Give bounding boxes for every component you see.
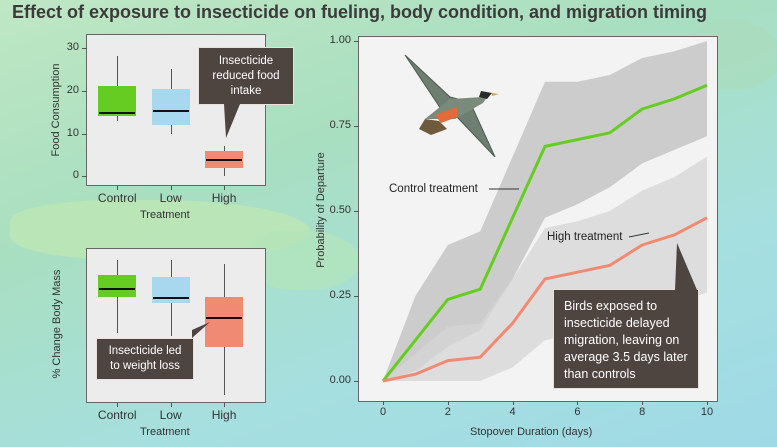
y-tick-mark xyxy=(354,126,359,127)
box-median xyxy=(99,287,136,290)
y-tick-label: 0 xyxy=(72,169,79,182)
x-tick-label: 2 xyxy=(444,406,451,418)
departure-plot: Control treatment High treatment Birds e… xyxy=(358,36,718,402)
x-tick-label: 4 xyxy=(509,406,516,418)
y-tick-mark xyxy=(82,90,87,92)
box-median xyxy=(152,297,189,300)
y-tick-mark xyxy=(354,41,359,42)
y-tick-label: 10 xyxy=(66,126,79,139)
weight-loss-callout-text: Insecticide led to weight loss xyxy=(108,345,182,372)
food-consumption-x-axis-title: Treatment xyxy=(140,209,190,221)
x-tick-label: High xyxy=(211,191,237,205)
x-tick-label: Low xyxy=(159,408,182,422)
y-tick-mark xyxy=(354,381,359,382)
box-control xyxy=(98,275,137,298)
body-mass-x-axis-title: Treatment xyxy=(140,426,190,438)
departure-chart-svg xyxy=(381,41,708,383)
series-line-high xyxy=(382,216,708,383)
y-tick-label: 1.00 xyxy=(329,34,351,46)
x-tick-mark xyxy=(117,403,119,407)
x-tick-mark xyxy=(383,401,384,405)
body-mass-y-axis-title: % Change Body Mass xyxy=(51,269,63,379)
y-tick-mark xyxy=(82,176,87,178)
confidence-band-high xyxy=(383,156,707,381)
y-tick-label: 20 xyxy=(66,83,79,96)
delayed-migration-callout: Birds exposed to insecticide delayed mig… xyxy=(553,289,699,389)
box-high xyxy=(205,150,244,168)
confidence-band-control xyxy=(383,41,707,381)
box-median xyxy=(206,159,243,162)
x-tick-mark xyxy=(707,401,708,405)
box-low xyxy=(151,276,190,303)
box-median xyxy=(152,109,189,112)
x-tick-mark xyxy=(170,403,172,407)
high-series-label: High treatment xyxy=(547,231,623,243)
x-tick-label: Control xyxy=(97,191,137,205)
weight-loss-callout: Insecticide led to weight loss xyxy=(96,338,194,380)
y-tick-mark xyxy=(82,47,87,49)
departure-y-axis-title: Probability of Departure xyxy=(315,152,327,268)
x-tick-label: 0 xyxy=(379,406,387,418)
weight-loss-callout-pointer xyxy=(192,322,210,338)
delayed-migration-callout-text: Birds exposed to insecticide delayed mig… xyxy=(564,299,688,381)
y-tick-mark xyxy=(82,133,87,135)
food-intake-callout-pointer xyxy=(224,104,240,138)
box-median xyxy=(206,316,243,319)
food-consumption-y-axis-title: Food Consumption xyxy=(50,63,62,157)
delayed-migration-callout-pointer xyxy=(675,243,697,290)
box-median xyxy=(99,112,136,115)
food-intake-callout: Insecticide reduced food intake xyxy=(198,47,294,105)
x-tick-mark xyxy=(170,186,172,190)
y-tick-label: 0.50 xyxy=(329,204,351,216)
x-tick-mark xyxy=(224,403,226,407)
bird-illustration xyxy=(404,54,499,157)
x-tick-mark xyxy=(642,401,644,405)
figure-title: Effect of exposure to insecticide on fue… xyxy=(12,2,708,22)
x-tick-label: Control xyxy=(97,408,137,422)
departure-x-axis-title: Stopover Duration (days) xyxy=(470,426,593,438)
background-land-shape xyxy=(250,230,360,290)
x-tick-label: High xyxy=(211,408,237,422)
y-tick-label: 0.00 xyxy=(329,374,351,386)
x-tick-mark xyxy=(224,186,226,190)
x-tick-mark xyxy=(577,401,579,405)
y-tick-label: 0.25 xyxy=(329,289,351,301)
y-tick-mark xyxy=(354,296,359,297)
x-tick-label: 6 xyxy=(574,406,581,418)
x-tick-label: 10 xyxy=(700,406,714,418)
box-control xyxy=(98,86,137,117)
high-label-leader xyxy=(628,232,650,238)
x-tick-mark xyxy=(447,401,449,405)
y-tick-label: 0.75 xyxy=(329,119,351,131)
x-tick-label: 8 xyxy=(639,406,646,418)
box-low xyxy=(151,88,190,125)
x-tick-mark xyxy=(512,401,514,405)
x-tick-mark xyxy=(117,186,119,190)
y-tick-mark xyxy=(354,211,359,212)
box-high xyxy=(205,297,244,348)
x-tick-label: Low xyxy=(159,191,182,205)
control-series-label: Control treatment xyxy=(389,183,478,195)
food-intake-callout-text: Insecticide reduced food intake xyxy=(212,55,280,97)
y-tick-label: 30 xyxy=(66,40,79,53)
series-line-control xyxy=(381,83,708,382)
